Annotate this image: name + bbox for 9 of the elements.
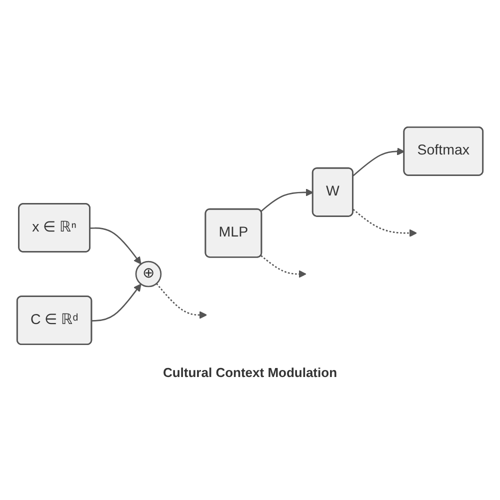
arrow (92, 284, 142, 322)
caption-text: Cultural Context Modulation (162, 364, 338, 380)
arrow (260, 255, 306, 278)
arrow (352, 148, 405, 177)
arrow (90, 228, 142, 265)
arrow (156, 283, 208, 320)
node-circle: ⊕ (135, 261, 162, 288)
arrow (260, 188, 314, 212)
arrow (352, 209, 418, 238)
